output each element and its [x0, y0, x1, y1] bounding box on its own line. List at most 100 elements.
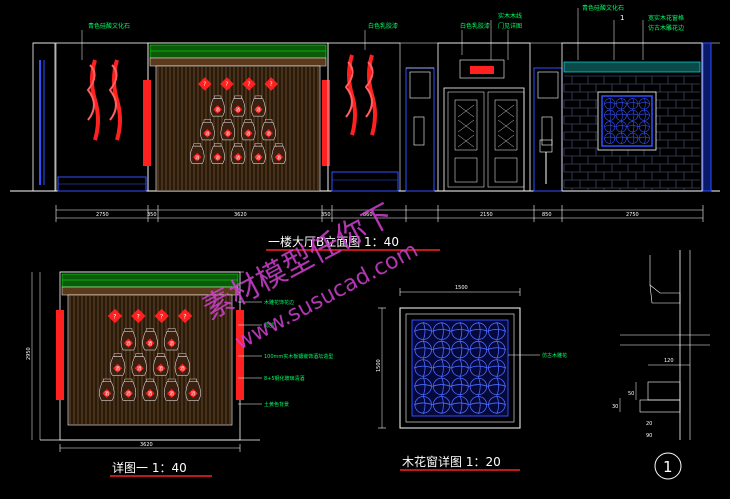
elevation-dim-label: 850 — [542, 212, 552, 218]
elevation-dim-label: 350 — [147, 212, 157, 218]
section-dim-1: 120 — [664, 358, 674, 364]
detail-callout-d5: 土黄色背景 — [264, 401, 289, 408]
diamond-char: ? — [160, 313, 163, 320]
red-diamond-tag — [131, 308, 146, 324]
detail-one-title: 详图一 1：40 — [112, 460, 187, 475]
jar-char: 酒 — [126, 390, 131, 397]
right-chili-panel — [327, 42, 401, 192]
section-dim-4: 20 — [646, 421, 652, 427]
red-diamond-tag — [177, 308, 193, 324]
jar-tag — [145, 338, 155, 348]
double-door — [437, 42, 531, 192]
elevation-dim-label: 860 — [363, 212, 373, 218]
jar-tag — [123, 338, 133, 348]
door-pilaster-left — [405, 67, 435, 192]
callout-c2: 白色乳胶漆 — [368, 22, 398, 30]
central-jar-wall: ???? 酒酒酒酒酒酒酒酒酒酒酒酒 — [143, 42, 330, 192]
jar-tag — [274, 152, 284, 162]
section-number-circle — [654, 452, 682, 480]
window-detail-title: 木花窗详图 1：20 — [402, 454, 501, 469]
jar-char: 酒 — [256, 106, 261, 113]
callout-c8: 宽实木花窗格 — [648, 14, 684, 22]
jar-tag — [254, 152, 263, 162]
jar-tag — [177, 363, 187, 373]
jar-tag — [264, 129, 273, 138]
left-chili-panel — [55, 42, 149, 192]
detail-callout-d1: 木雕花饰花边 — [264, 299, 294, 306]
jar-char: 酒 — [180, 365, 185, 372]
jar-char: 酒 — [126, 340, 131, 347]
jar-char: 酒 — [169, 340, 174, 347]
door-pilaster-right — [533, 67, 563, 192]
callout-c6: 青色硅酸文化石 — [582, 4, 624, 12]
jar-char: 酒 — [159, 365, 164, 372]
jar-char: 酒 — [191, 390, 196, 397]
jar-char: 酒 — [256, 154, 261, 161]
callout-c1: 青色硅酸文化石 — [88, 22, 130, 30]
jar-tag — [123, 388, 133, 398]
jar-char: 酒 — [195, 154, 200, 161]
jar-tag — [233, 105, 243, 114]
window-height-dim: 1500 — [376, 359, 382, 372]
window-callout: 仿古木雕花 — [542, 352, 567, 359]
jar-tag — [134, 363, 144, 373]
callout-c7: 1 — [620, 14, 624, 22]
jar-tag — [213, 105, 222, 114]
jar-tag — [167, 338, 177, 348]
jar-tag — [167, 388, 177, 398]
elevation-dim-label: 2750 — [626, 212, 639, 218]
elevation-dim-label: 3620 — [234, 212, 247, 218]
jar-char: 酒 — [105, 390, 110, 397]
callout-c9: 仿古木雕花边 — [648, 24, 684, 32]
jar-char: 酒 — [266, 130, 271, 137]
section-dim-3: 30 — [612, 404, 618, 410]
elevation-dim-label: 2150 — [480, 212, 493, 218]
jar-tag — [192, 152, 202, 162]
red-diamond-tag — [154, 308, 169, 324]
jar-tag — [113, 363, 123, 373]
diamond-char: ? — [203, 81, 206, 88]
jar-char: 酒 — [148, 340, 153, 347]
jar-char: 酒 — [277, 154, 282, 161]
jar-char: 酒 — [215, 106, 220, 113]
detail-callout-d4: 8+5钢化玻璃清酒 — [264, 375, 305, 382]
window-detail: 1500 1500 仿古木雕花 木花窗详图 1：20 — [376, 285, 567, 471]
diamond-char: ? — [113, 313, 116, 320]
jar-char: 酒 — [205, 130, 210, 137]
jar-tag — [102, 388, 112, 398]
jar-char: 酒 — [236, 106, 241, 113]
jar-char: 酒 — [236, 154, 241, 161]
red-diamond-tag — [264, 77, 278, 91]
jar-char: 酒 — [148, 390, 153, 397]
jar-char: 酒 — [137, 365, 142, 372]
detail-one: ???? 酒酒酒酒酒酒酒酒酒酒酒酒 3620 2950 木雕花饰花边 局部 10… — [26, 271, 333, 477]
red-diamond-tag — [107, 308, 123, 324]
detail-callout-d2: 局部 — [264, 322, 274, 329]
jar-char: 酒 — [226, 130, 231, 137]
diamond-char: ? — [137, 313, 140, 320]
jar-char: 酒 — [215, 154, 220, 161]
jar-tag — [203, 129, 212, 138]
red-diamond-tag — [198, 77, 212, 91]
detail-callout-d3: 100mm实木板镶嵌饰酒坛造型 — [264, 353, 333, 360]
diamond-char: ? — [225, 81, 228, 88]
section-number: 1 — [663, 458, 673, 476]
jar-tag — [188, 388, 198, 398]
jar-tag — [254, 105, 263, 114]
jar-tag — [156, 363, 166, 373]
detail-width-dim: 3620 — [140, 442, 153, 448]
callout-c5: 门见详图 — [498, 22, 522, 30]
elevation-title: 一楼大厅B立面图 1：40 — [268, 234, 399, 249]
jar-char: 酒 — [115, 365, 120, 372]
jar-tag — [233, 152, 243, 162]
jar-tag — [213, 152, 222, 162]
red-diamond-tag — [242, 77, 256, 91]
main-elevation: ???? 酒酒酒酒酒酒酒酒酒酒酒酒 — [10, 4, 720, 251]
section-dim-5: 90 — [646, 433, 652, 439]
elevation-dim-label: 2750 — [96, 212, 109, 218]
elevation-dim-label: 350 — [321, 212, 331, 218]
window-width-dim: 1500 — [455, 285, 468, 291]
callout-c4: 实木木线 — [498, 12, 522, 20]
